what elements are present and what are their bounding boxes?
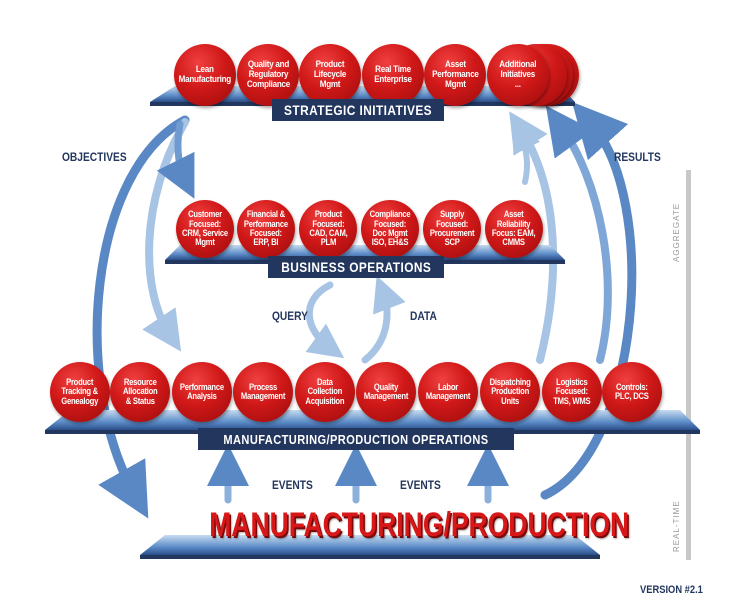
business-operation-circle-label: Customer Focused: CRM, Service Mgmt <box>182 209 228 248</box>
business-operation-circle-label: Compliance Focused: Doc Mgmt ISO, EH&S <box>369 209 411 248</box>
mfg-operation-circle-label: Dispatching Production Units <box>489 376 531 406</box>
mfg-operation-circle-label: Resource Allocation & Status <box>122 376 158 406</box>
business-operation-circle: Customer Focused: CRM, Service Mgmt <box>176 200 234 258</box>
real-time-label: REAL-TIME <box>672 500 681 552</box>
mfg-operation-circle: Quality Management <box>356 362 416 422</box>
mfg-operation-circle-label: Data Collection Acquisition <box>305 376 345 406</box>
mfg-operation-circle: Logistics Focused: TMS, WMS <box>542 362 602 422</box>
business-operation-circle-label: Financial & Performance Focused: ERP, BI <box>244 209 288 248</box>
manufacturing-production-title: MANUFACTURING/PRODUCTION <box>209 506 630 544</box>
strategic-initiative-circle: Asset Performance Mgmt <box>424 44 486 106</box>
objectives-arrow-outer <box>92 115 190 519</box>
strategic-initiative-circle: Product Lifecycle Mgmt <box>299 44 361 106</box>
business-operation-circle-label: Asset Reliability Focus: EAM, CMMS <box>492 209 536 248</box>
objectives-arrow-inner <box>156 120 195 199</box>
strategic-initiative-circle: Additional Initiatives ... <box>487 44 549 106</box>
events-label-1: EVENTS <box>272 478 313 492</box>
business-operation-circle: Asset Reliability Focus: EAM, CMMS <box>485 200 543 258</box>
query-label: QUERY <box>272 309 308 323</box>
strategic-initiative-circle-label: Asset Performance Mgmt <box>431 59 479 90</box>
mfg-operation-circle-label: Logistics Focused: TMS, WMS <box>553 376 591 406</box>
business-operation-circle-label: Supply Focused: Procurement SCP <box>429 209 475 248</box>
data-label: DATA <box>410 309 437 323</box>
business-operation-circle: Supply Focused: Procurement SCP <box>423 200 481 258</box>
mfg-operation-circle-label: Labor Management <box>425 381 471 401</box>
strategic-initiative-circle-label: Product Lifecycle Mgmt <box>313 59 347 90</box>
objectives-label: OBJECTIVES <box>62 150 127 164</box>
business-operations-label: BUSINESS OPERATIONS <box>268 256 444 278</box>
strategic-initiative-circle: Quality and Regulatory Compliance <box>237 44 299 106</box>
business-operation-circle: Financial & Performance Focused: ERP, BI <box>237 200 295 258</box>
data-arrow <box>361 275 406 364</box>
version-label: VERSION #2.1 <box>640 584 703 596</box>
results-arrow-mid <box>545 105 612 364</box>
mfg-operation-circle: Labor Management <box>418 362 478 422</box>
mfg-operation-circle: Product Tracking & Genealogy <box>50 362 110 422</box>
objectives-arrow-mid <box>142 118 189 352</box>
mfg-operation-circle: Dispatching Production Units <box>480 362 540 422</box>
strategic-initiative-circle: Real Time Enterprise <box>362 44 424 106</box>
results-arrow-outer <box>540 101 637 500</box>
strategic-initiative-circle-label: Lean Manufacturing <box>178 64 232 85</box>
production-platform <box>140 535 600 555</box>
mfg-operation-circle: Process Management <box>233 362 293 422</box>
strategic-initiative-circle-label: Quality and Regulatory Compliance <box>246 59 290 90</box>
business-operation-circle-label: Product Focused: CAD, CAM, PLM <box>308 209 348 248</box>
strategic-initiative-circle: Lean Manufacturing <box>174 44 236 106</box>
business-operation-circle: Compliance Focused: Doc Mgmt ISO, EH&S <box>361 200 419 258</box>
mfg-operation-circle: Performance Analysis <box>172 362 232 422</box>
strategic-initiative-circle-label: Real Time Enterprise <box>374 64 412 85</box>
events-label-2: EVENTS <box>400 478 441 492</box>
mfg-operation-circle-label: Process Management <box>240 381 286 401</box>
query-arrow <box>305 281 345 359</box>
business-operation-circle: Product Focused: CAD, CAM, PLM <box>299 200 357 258</box>
scale-bar <box>686 170 691 560</box>
mfg-operation-circle-label: Controls: PLC, DCS <box>615 381 649 401</box>
strategic-initiative-circle-label: Additional Initiatives ... <box>499 59 537 90</box>
mfg-operation-circle-label: Quality Management <box>363 381 409 401</box>
mfg-operation-circle: Resource Allocation & Status <box>110 362 170 422</box>
mfg-operations-label: MANUFACTURING/PRODUCTION OPERATIONS <box>198 428 514 450</box>
mfg-operation-circle-label: Performance Analysis <box>180 381 224 401</box>
aggregate-label: AGGREGATE <box>672 202 681 262</box>
results-label: RESULTS <box>614 150 661 164</box>
mfg-operation-circle: Controls: PLC, DCS <box>602 362 662 422</box>
strategic-initiatives-label: STRATEGIC INITIATIVES <box>272 99 444 121</box>
mfg-operation-circle: Data Collection Acquisition <box>295 362 355 422</box>
mfg-operation-circle-label: Product Tracking & Genealogy <box>61 376 99 406</box>
results-arrow-small <box>513 121 541 185</box>
